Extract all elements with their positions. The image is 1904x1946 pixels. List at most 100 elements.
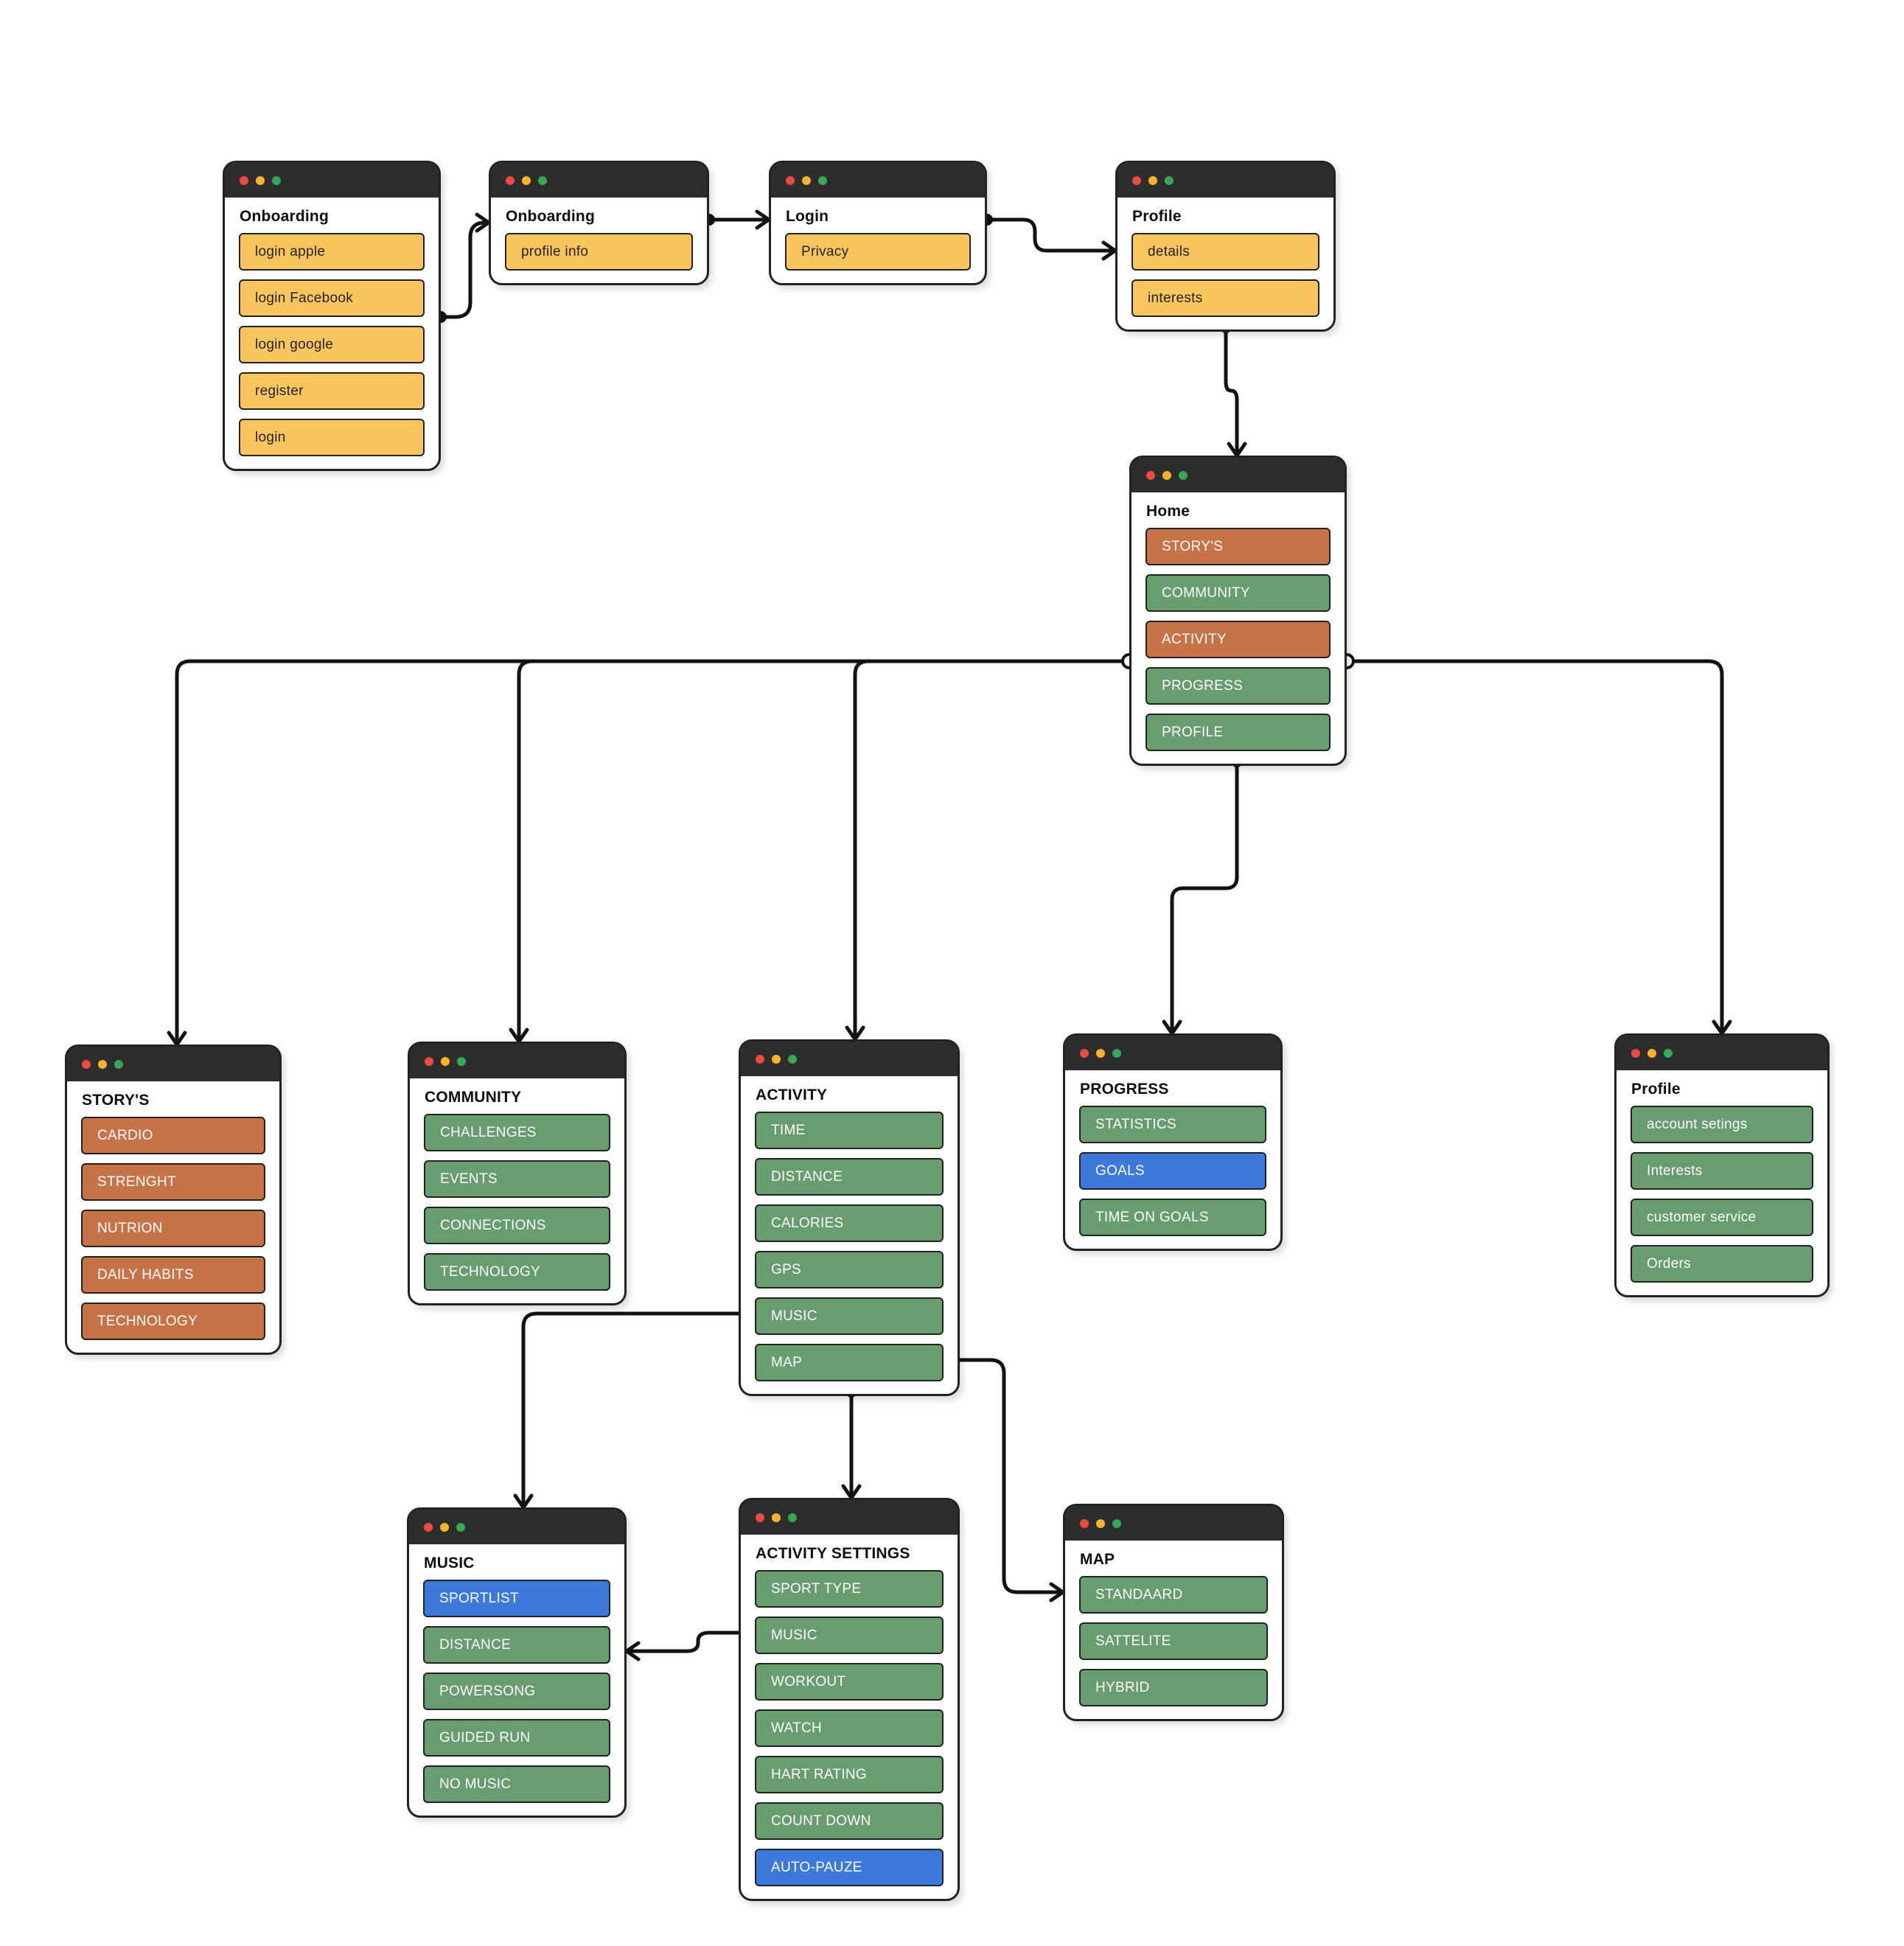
home-button-story-s[interactable]: STORY'S: [1145, 528, 1331, 565]
community-button-challenges[interactable]: CHALLENGES: [424, 1114, 610, 1151]
community-button-events[interactable]: EVENTS: [424, 1160, 610, 1198]
progress-button-goals[interactable]: GOALS: [1079, 1152, 1266, 1190]
profile-top-button-interests[interactable]: interests: [1131, 279, 1319, 317]
window-titlebar: [771, 163, 985, 198]
activity-settings-button-sport-type[interactable]: SPORT TYPE: [755, 1570, 944, 1608]
edge-onboarding2-login: [703, 209, 771, 230]
activity-button-music[interactable]: MUSIC: [755, 1297, 944, 1335]
window-title-profile-top: Profile: [1132, 208, 1182, 225]
music-button-sportlist[interactable]: SPORTLIST: [423, 1580, 610, 1617]
profile-top-button-details[interactable]: details: [1131, 233, 1319, 271]
traffic-light-green-icon: [457, 1056, 466, 1066]
onboarding-1-button-login-apple[interactable]: login apple: [239, 233, 425, 271]
activity-settings-button-auto-pauze[interactable]: AUTO-PAUZE: [755, 1849, 944, 1886]
edge-onboarding1-onboarding2: [435, 212, 491, 323]
onboarding-1-button-login-google[interactable]: login google: [239, 326, 425, 363]
storys-button-cardio[interactable]: CARDIO: [81, 1117, 265, 1154]
progress-button-statistics[interactable]: STATISTICS: [1079, 1106, 1266, 1143]
window-body: MUSIC SPORTLIST DISTANCE POWERSONG GUIDED RU…: [409, 1544, 624, 1816]
profile-bottom-button-customer-service[interactable]: customer service: [1631, 1199, 1813, 1236]
music-button-guided-run[interactable]: GUIDED RUN: [423, 1719, 610, 1757]
traffic-light-yellow-icon: [772, 1054, 781, 1064]
activity-settings-button-count-down[interactable]: COUNT DOWN: [755, 1802, 944, 1840]
traffic-light-red-icon: [1631, 1048, 1640, 1058]
activity-settings-button-music[interactable]: MUSIC: [755, 1617, 944, 1654]
community-button-connections[interactable]: CONNECTIONS: [424, 1207, 610, 1244]
window-body: ACTIVITY TIME DISTANCE CALORIES GPS MUSIC MAP: [741, 1076, 958, 1394]
window-title-music: MUSIC: [424, 1555, 475, 1572]
edge-home-progress: [1162, 756, 1243, 1036]
map-button-standaard[interactable]: STANDAARD: [1079, 1576, 1268, 1614]
traffic-light-red-icon: [240, 175, 248, 185]
storys-button-daily-habits[interactable]: DAILY HABITS: [81, 1256, 265, 1294]
traffic-light-red-icon: [82, 1059, 91, 1069]
home-button-profile[interactable]: PROFILE: [1145, 714, 1331, 751]
storys-button-nutrion[interactable]: NUTRION: [81, 1210, 265, 1247]
music-button-no-music[interactable]: NO MUSIC: [423, 1765, 610, 1803]
activity-settings-button-watch[interactable]: WATCH: [755, 1709, 944, 1747]
activity-button-map[interactable]: MAP: [755, 1344, 944, 1381]
storys-button-technology[interactable]: TECHNOLOGY: [81, 1302, 265, 1340]
window-titlebar: [1117, 163, 1333, 198]
traffic-light-yellow-icon: [772, 1513, 781, 1522]
traffic-light-yellow-icon: [98, 1059, 107, 1069]
traffic-light-yellow-icon: [802, 175, 811, 185]
traffic-light-green-icon: [272, 175, 281, 185]
traffic-light-red-icon: [425, 1056, 433, 1066]
traffic-light-green-icon: [788, 1054, 797, 1064]
activity-button-distance[interactable]: DISTANCE: [755, 1158, 944, 1196]
window-title-onboarding-2: Onboarding: [506, 208, 595, 225]
activity-button-gps[interactable]: GPS: [755, 1251, 944, 1288]
window-titlebar: [410, 1044, 624, 1078]
home-button-community[interactable]: COMMUNITY: [1145, 574, 1331, 612]
traffic-light-green-icon: [1179, 470, 1188, 480]
window-title-map: MAP: [1080, 1551, 1115, 1568]
activity-button-calories[interactable]: CALORIES: [755, 1204, 944, 1242]
map-button-sattelite[interactable]: SATTELITE: [1079, 1622, 1268, 1660]
window-title-onboarding-1: Onboarding: [240, 208, 329, 225]
music-button-powersong[interactable]: POWERSONG: [423, 1673, 610, 1710]
traffic-light-yellow-icon: [522, 175, 531, 185]
edge-activity-music-window: [513, 1308, 759, 1510]
storys-button-strenght[interactable]: STRENGHT: [81, 1163, 265, 1201]
window-titlebar: [491, 163, 707, 198]
traffic-light-red-icon: [1132, 175, 1141, 185]
onboarding-2-button-profile-info[interactable]: profile info: [505, 233, 693, 271]
traffic-light-red-icon: [1146, 470, 1155, 480]
window-body: Onboarding login apple login Facebook login…: [225, 198, 439, 469]
onboarding-1-button-login[interactable]: login: [239, 419, 425, 456]
window-title-activity: ACTIVITY: [756, 1087, 828, 1103]
onboarding-1-button-login-facebook[interactable]: login Facebook: [239, 279, 425, 317]
traffic-light-green-icon: [1664, 1048, 1673, 1058]
traffic-light-green-icon: [788, 1513, 797, 1522]
onboarding-1-button-register[interactable]: register: [239, 372, 425, 410]
profile-bottom-button-account-setings[interactable]: account setings: [1631, 1106, 1813, 1143]
edge-activity-activitysettings: [841, 1386, 862, 1500]
home-button-progress[interactable]: PROGRESS: [1145, 667, 1331, 705]
window-title-activity-settings: ACTIVITY SETTINGS: [756, 1545, 910, 1562]
window-music: MUSIC SPORTLIST DISTANCE POWERSONG GUIDED RU…: [407, 1507, 627, 1818]
map-button-hybrid[interactable]: HYBRID: [1079, 1669, 1268, 1706]
progress-button-time-on-goals[interactable]: TIME ON GOALS: [1079, 1199, 1266, 1236]
traffic-light-yellow-icon: [1148, 175, 1157, 185]
profile-bottom-button-orders[interactable]: Orders: [1631, 1245, 1813, 1283]
edge-home-profile2: [1339, 653, 1732, 1036]
arrowhead-icon: [624, 1641, 641, 1661]
window-body: ACTIVITY SETTINGS SPORT TYPE MUSIC WORKOUT W…: [741, 1535, 958, 1899]
home-button-activity[interactable]: ACTIVITY: [1145, 621, 1331, 658]
activity-settings-button-workout[interactable]: WORKOUT: [755, 1663, 944, 1701]
profile-bottom-button-interests[interactable]: Interests: [1631, 1152, 1813, 1190]
activity-settings-button-hart-rating[interactable]: HART RATING: [755, 1756, 944, 1793]
music-button-distance[interactable]: DISTANCE: [423, 1626, 610, 1664]
activity-button-time[interactable]: TIME: [755, 1112, 944, 1149]
community-button-technology[interactable]: TECHNOLOGY: [424, 1253, 610, 1291]
traffic-light-green-icon: [1165, 175, 1174, 185]
login-button-privacy[interactable]: Privacy: [785, 233, 971, 271]
traffic-light-green-icon: [114, 1059, 123, 1069]
